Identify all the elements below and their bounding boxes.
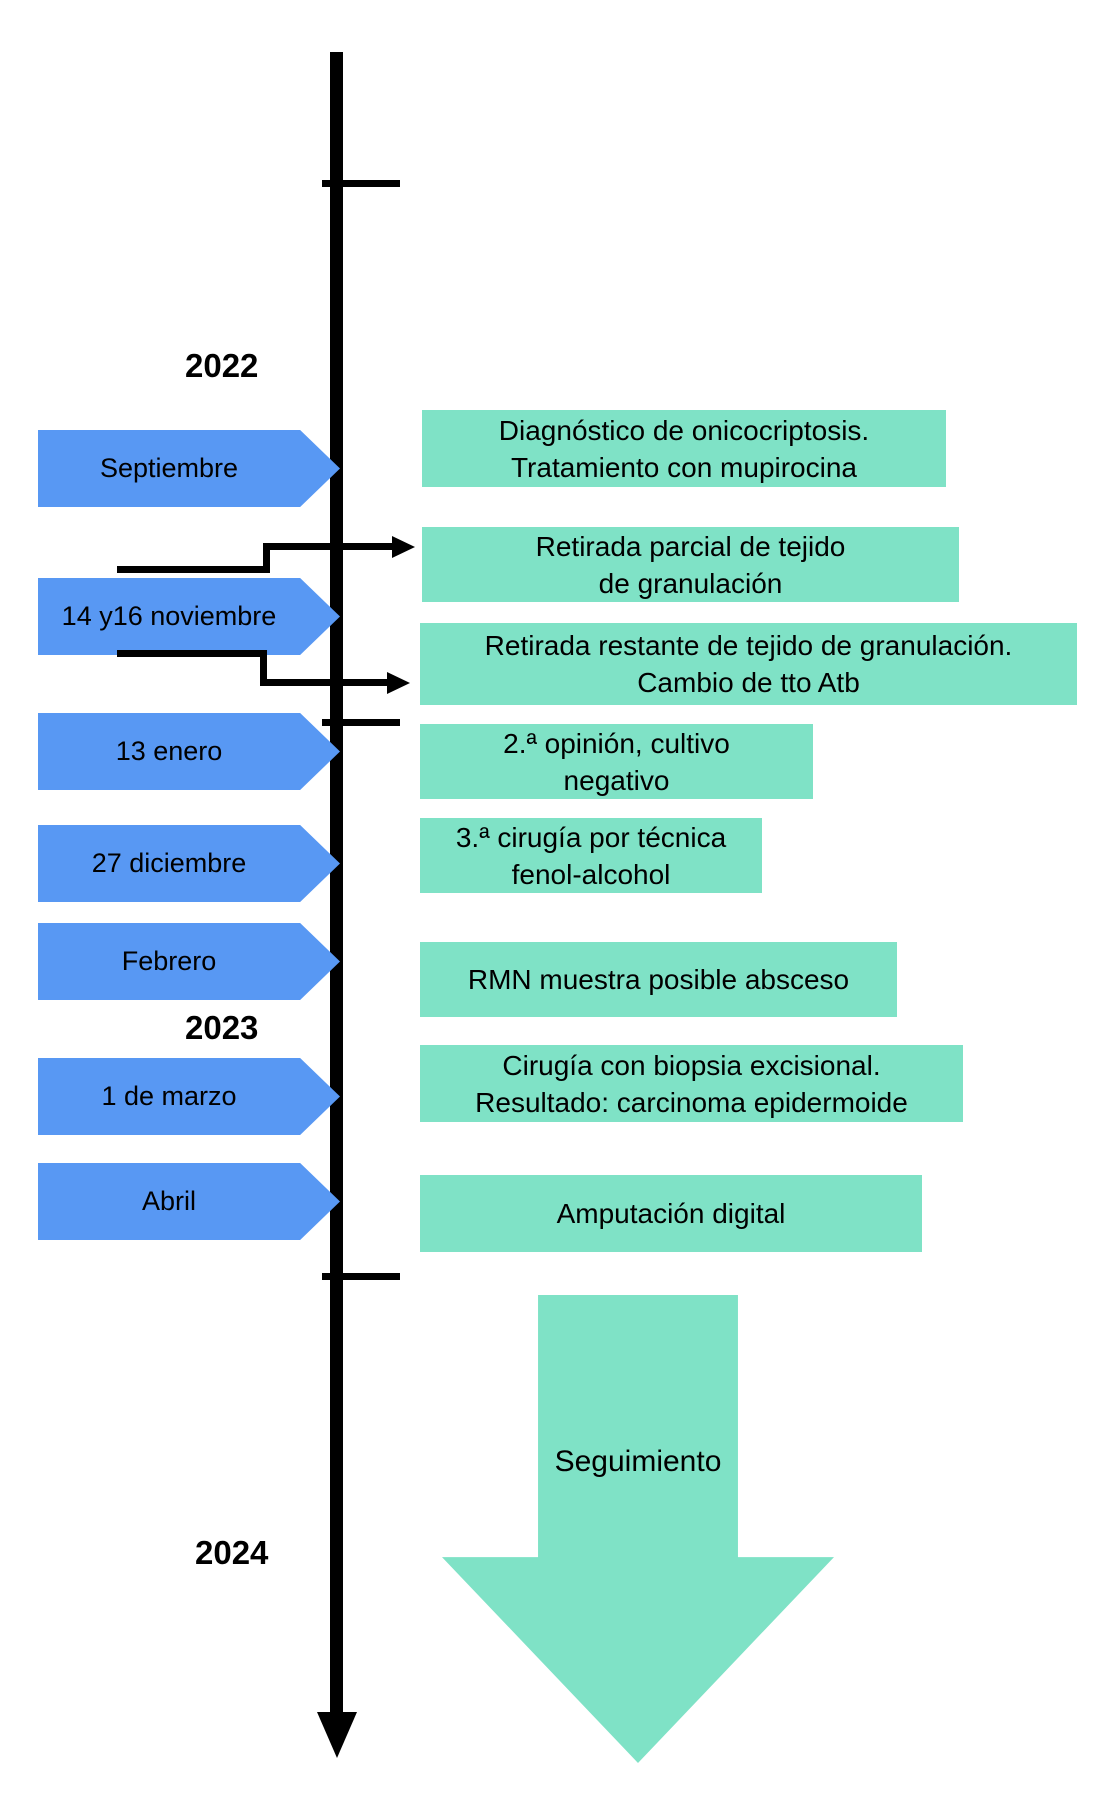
- connector2-segment: [260, 650, 267, 686]
- date-label: 13 enero: [115, 736, 223, 766]
- event-box-tercera-cirugia: 3.ª cirugía por técnica fenol-alcohol: [420, 818, 762, 893]
- date-arrow-septiembre: Septiembre: [38, 430, 340, 507]
- date-label: 27 diciembre: [91, 848, 247, 878]
- event-box-biopsia: Cirugía con biopsia excisional. Resultad…: [420, 1045, 963, 1122]
- event-box-amputacion: Amputación digital: [420, 1175, 922, 1252]
- connector2-segment: [260, 679, 388, 686]
- followup-label: Seguimiento: [554, 1445, 722, 1478]
- connector1-arrowhead-icon: [392, 536, 415, 558]
- date-label: Febrero: [121, 946, 217, 976]
- followup-arrow: Seguimiento: [442, 1295, 834, 1763]
- connector1-segment: [263, 543, 270, 573]
- connector2-arrowhead-icon: [387, 672, 410, 694]
- event-box-diagnostico: Diagnóstico de onicocriptosis. Tratamien…: [422, 410, 946, 487]
- date-label: Septiembre: [99, 453, 239, 483]
- timeline-tick-2022: [322, 180, 400, 187]
- connector1-segment: [263, 543, 394, 550]
- timeline-tick-2024: [322, 1273, 400, 1280]
- timeline-tick-2023: [322, 719, 400, 726]
- date-label: 1 de marzo: [101, 1081, 237, 1111]
- event-box-segunda-opinion: 2.ª opinión, cultivo negativo: [420, 724, 813, 799]
- year-label-2022: 2022: [185, 347, 259, 384]
- date-arrow-27-diciembre: 27 diciembre: [38, 825, 340, 902]
- date-label: Abril: [141, 1186, 196, 1216]
- date-arrow-noviembre: 14 y16 noviembre: [38, 578, 340, 655]
- event-box-retirada-parcial: Retirada parcial de tejido de granulació…: [422, 527, 959, 602]
- date-arrow-abril: Abril: [38, 1163, 340, 1240]
- date-label: 14 y16 noviembre: [61, 601, 277, 631]
- year-label-2024: 2024: [195, 1534, 269, 1571]
- event-box-rmn: RMN muestra posible absceso: [420, 942, 897, 1017]
- date-arrow-1-de-marzo: 1 de marzo: [38, 1058, 340, 1135]
- timeline-spine: [330, 52, 343, 1712]
- year-label-2023: 2023: [185, 1009, 259, 1046]
- date-arrow-13-enero: 13 enero: [38, 713, 340, 790]
- event-box-retirada-restante: Retirada restante de tejido de granulaci…: [420, 623, 1077, 705]
- connector2-segment: [117, 650, 267, 657]
- connector1-segment: [117, 566, 270, 573]
- date-arrow-febrero: Febrero: [38, 923, 340, 1000]
- timeline-arrowhead-icon: [317, 1712, 357, 1758]
